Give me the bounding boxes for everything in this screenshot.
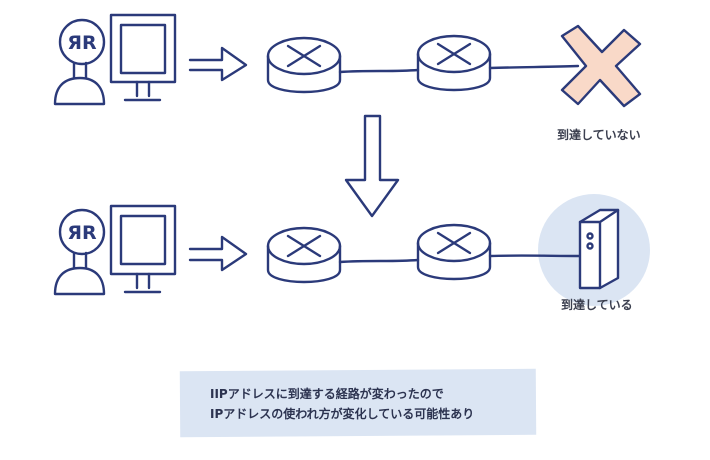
router-icon-bottom-1: [266, 226, 342, 284]
router-icon-bottom-2: [416, 223, 492, 281]
monitor-icon-bottom: [109, 204, 177, 294]
user-avatar-icon-bottom: ЯR: [53, 208, 106, 296]
server-icon: [578, 208, 620, 290]
router-icon-top-2: [416, 34, 492, 92]
arrow-icon-top: [188, 46, 248, 82]
monitor-icon-top: [109, 13, 177, 102]
arrow-icon-bottom: [188, 235, 248, 272]
down-arrow-icon: [344, 114, 400, 218]
link-top-1: [338, 68, 420, 74]
link-top-2: [488, 64, 580, 70]
user-avatar-icon-top: ЯR: [53, 18, 106, 106]
x-mark-icon: [560, 24, 642, 108]
note-line-1: IIPアドレスに到達する経路が変わったので: [210, 387, 444, 401]
reached-label: 到達している: [561, 298, 633, 312]
svg-text:ЯR: ЯR: [67, 32, 97, 54]
link-bottom-1: [338, 258, 420, 264]
note-box: [179, 368, 537, 438]
router-icon-top-1: [266, 36, 342, 94]
svg-text:ЯR: ЯR: [67, 222, 97, 244]
unreached-label: 到達していない: [557, 128, 641, 142]
note-line-2: IPアドレスの使われ方が変化している可能性あり: [210, 407, 475, 421]
